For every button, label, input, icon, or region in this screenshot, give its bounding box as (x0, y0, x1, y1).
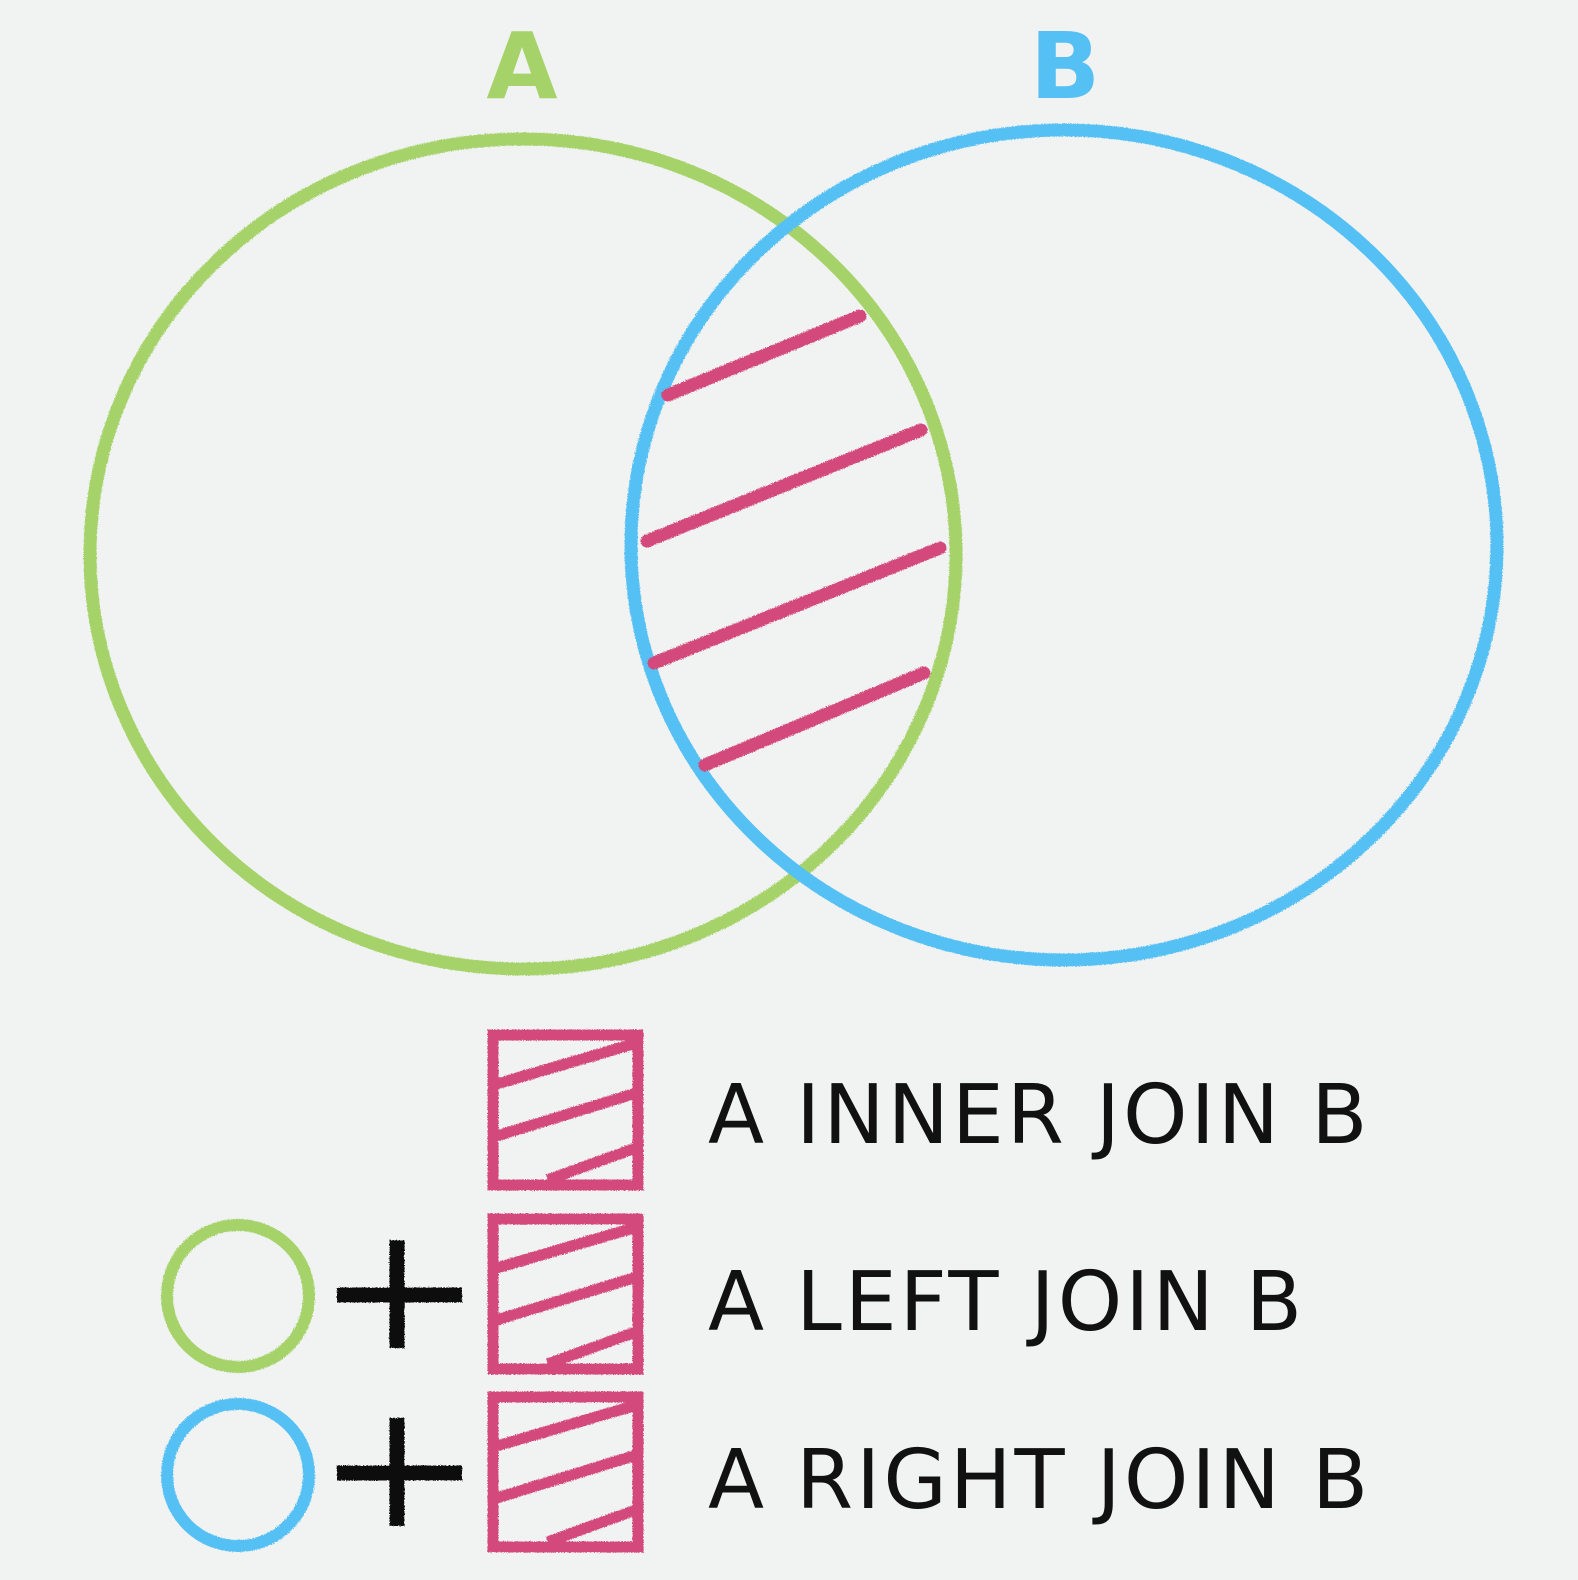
legend-row-right: A RIGHT JOIN B (161, 1391, 1371, 1553)
set-a-circle (83, 132, 963, 976)
legend-label-right: A RIGHT JOIN B (708, 1433, 1371, 1528)
plus-icon (337, 1418, 462, 1526)
set-a-small-circle-icon (161, 1219, 315, 1373)
legend-label-left: A LEFT JOIN B (708, 1255, 1305, 1350)
legend-row-left: A LEFT JOIN B (161, 1213, 1305, 1375)
hatched-square-icon (487, 1029, 644, 1191)
set-b-label: B (1030, 13, 1100, 120)
hatched-square-icon (487, 1213, 644, 1375)
legend-row-inner: A INNER JOIN B (487, 1029, 1370, 1191)
set-a-label: A (486, 13, 557, 120)
legend-label-inner: A INNER JOIN B (708, 1068, 1370, 1163)
intersection-hatching (640, 309, 947, 772)
hatch-line (647, 541, 947, 670)
hatched-square-icon (487, 1391, 644, 1553)
hatch-line (640, 423, 928, 548)
hatch-line (661, 309, 867, 402)
set-b-circle (624, 123, 1504, 967)
plus-icon (337, 1240, 462, 1348)
set-b-small-circle-icon (161, 1398, 315, 1552)
hatch-line (698, 666, 931, 772)
